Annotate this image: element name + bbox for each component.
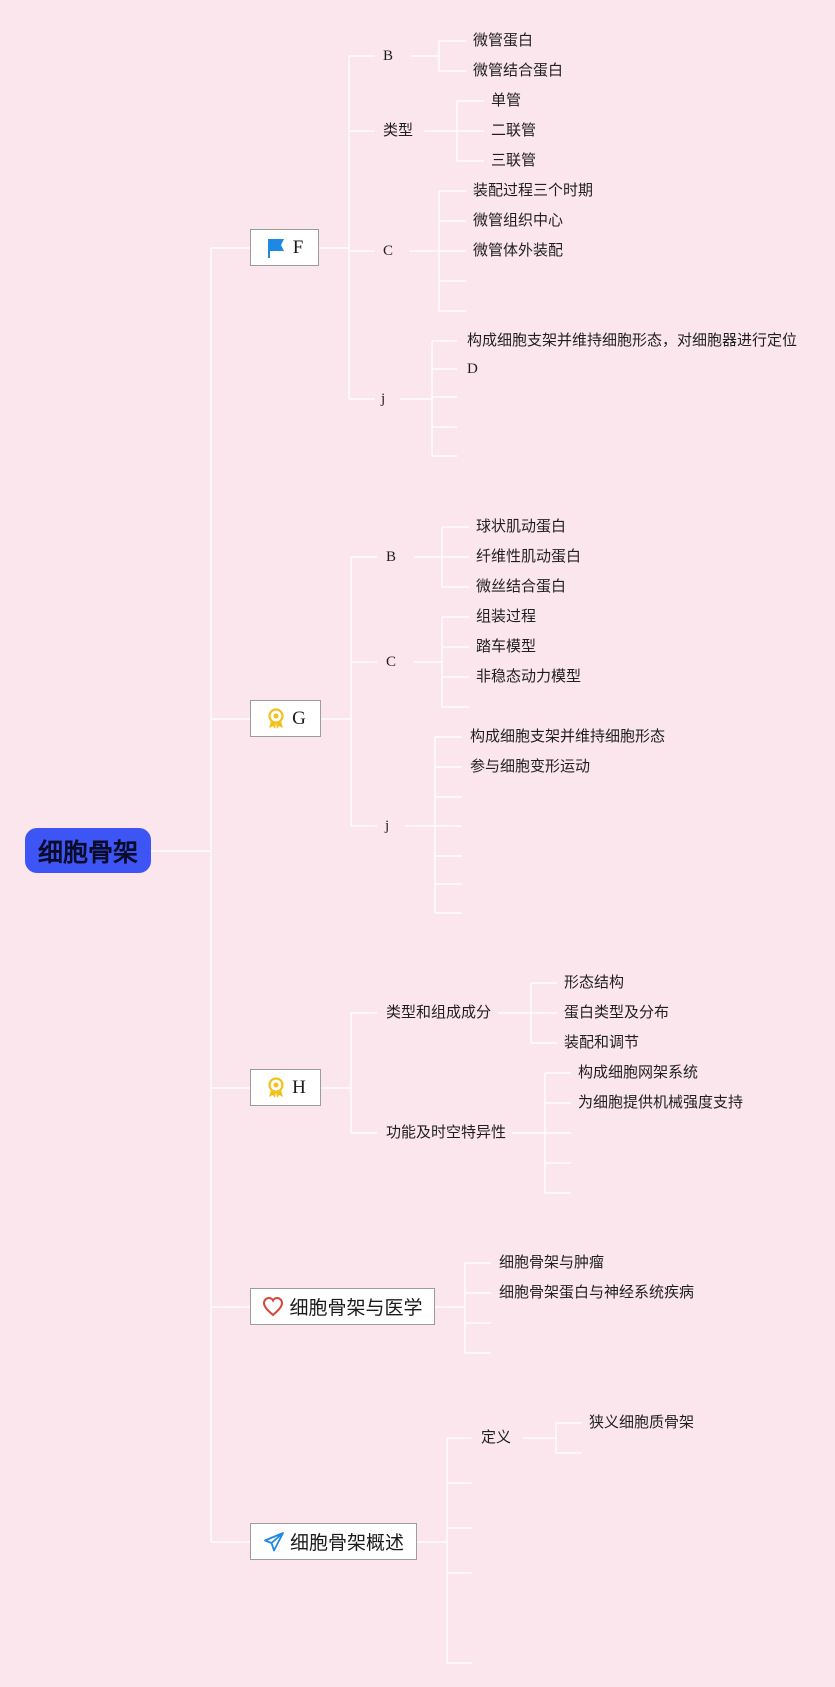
subtopic[interactable]: j	[385, 818, 390, 834]
leaf-topic[interactable]: 微管结合蛋白	[473, 63, 564, 79]
branch-topic-overview[interactable]: 细胞骨架概述	[250, 1523, 417, 1560]
leaf-topic[interactable]: 踏车模型	[476, 639, 537, 655]
leaf-topic[interactable]: 微丝结合蛋白	[476, 579, 567, 595]
leaf-topic[interactable]: 纤维性肌动蛋白	[476, 549, 582, 565]
branch-topic-h[interactable]: H	[250, 1069, 321, 1106]
subtopic[interactable]: B	[383, 48, 394, 64]
leaf-topic[interactable]: 三联管	[491, 153, 537, 169]
award-ribbon-icon	[265, 707, 287, 730]
subtopic[interactable]: j	[381, 391, 386, 407]
leaf-topic[interactable]: 二联管	[491, 123, 537, 139]
leaf-topic[interactable]: 组装过程	[476, 609, 537, 625]
leaf-topic[interactable]: 单管	[491, 93, 522, 109]
leaf-topic[interactable]: 狭义细胞质骨架	[589, 1415, 695, 1431]
branch-topic-label: 细胞骨架概述	[289, 1533, 404, 1554]
subtopic[interactable]: 细胞骨架与肿瘤	[499, 1255, 605, 1271]
leaf-topic[interactable]: 参与细胞变形运动	[470, 759, 591, 775]
subtopic[interactable]: 类型	[383, 123, 414, 139]
flag-icon	[266, 237, 288, 259]
branch-topic-label: 细胞骨架与医学	[289, 1298, 423, 1319]
heart-icon	[262, 1296, 284, 1318]
leaf-topic[interactable]: 装配和调节	[564, 1035, 640, 1051]
leaf-topic[interactable]: 构成细胞支架并维持细胞形态，对细胞器进行定位	[467, 333, 798, 349]
leaf-topic[interactable]: 装配过程三个时期	[473, 183, 594, 199]
leaf-topic[interactable]: D	[467, 361, 478, 377]
root-topic[interactable]: 细胞骨架	[25, 828, 151, 873]
branch-topic-g[interactable]: G	[250, 700, 321, 737]
branch-topic-label: G	[292, 707, 306, 729]
leaf-topic[interactable]: 构成细胞网架系统	[578, 1065, 699, 1081]
subtopic[interactable]: B	[386, 549, 397, 565]
branch-topic-label: F	[292, 236, 304, 258]
subtopic[interactable]: 定义	[481, 1430, 512, 1446]
leaf-topic[interactable]: 球状肌动蛋白	[476, 519, 567, 535]
subtopic[interactable]: 类型和组成成分	[386, 1005, 492, 1021]
award-ribbon-icon	[265, 1076, 287, 1099]
leaf-topic[interactable]: 形态结构	[564, 975, 625, 991]
leaf-topic[interactable]: 为细胞提供机械强度支持	[578, 1095, 744, 1111]
branch-topic-label: H	[292, 1076, 306, 1098]
leaf-topic[interactable]: 蛋白类型及分布	[564, 1005, 670, 1021]
subtopic[interactable]: C	[383, 243, 394, 259]
leaf-topic[interactable]: 非稳态动力模型	[476, 669, 582, 685]
paper-plane-icon	[263, 1531, 285, 1553]
leaf-topic[interactable]: 微管体外装配	[473, 243, 564, 259]
subtopic[interactable]: 功能及时空特异性	[386, 1125, 507, 1141]
branch-topic-f[interactable]: F	[250, 229, 319, 266]
leaf-topic[interactable]: 微管蛋白	[473, 33, 534, 49]
leaf-topic[interactable]: 微管组织中心	[473, 213, 564, 229]
root-topic-label: 细胞骨架	[37, 838, 138, 867]
subtopic[interactable]: 细胞骨架蛋白与神经系统疾病	[499, 1285, 695, 1301]
branch-topic-medicine[interactable]: 细胞骨架与医学	[250, 1288, 435, 1325]
subtopic[interactable]: C	[386, 654, 397, 670]
leaf-topic[interactable]: 构成细胞支架并维持细胞形态	[470, 729, 666, 745]
